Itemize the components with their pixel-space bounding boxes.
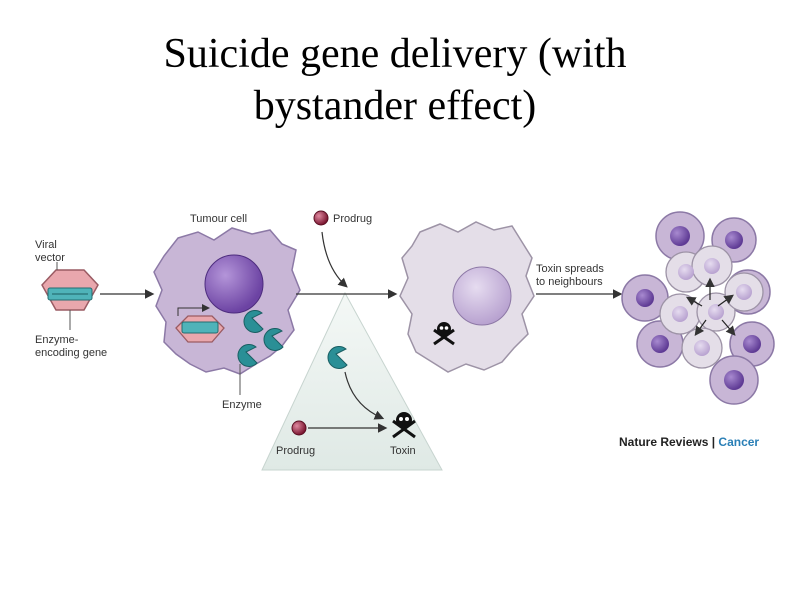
enzyme-gene-label: Enzyme- bbox=[35, 334, 79, 346]
publisher-name: Nature Reviews bbox=[619, 435, 709, 449]
prodrug-bottom-icon bbox=[291, 420, 307, 436]
enzyme-in-cone-icon bbox=[327, 345, 348, 369]
prodrug-icon bbox=[313, 210, 329, 226]
dying-cell bbox=[399, 221, 535, 373]
enzyme-label: Enzyme bbox=[222, 399, 262, 411]
title-line-1: Suicide gene delivery (with bbox=[163, 31, 627, 77]
conversion-arrow bbox=[344, 371, 385, 420]
toxin-label: Toxin bbox=[390, 445, 416, 457]
viral-vector-label-2: vector bbox=[35, 252, 65, 264]
enzyme-icon bbox=[237, 309, 284, 367]
enzyme-gene-label-2: encoding gene bbox=[35, 347, 107, 359]
publisher-credit: Nature Reviews | Cancer bbox=[619, 435, 759, 449]
cell-toxin-skull-icon bbox=[433, 322, 455, 346]
credit-separator: | bbox=[708, 435, 718, 449]
neighbour-cell-cluster bbox=[621, 211, 775, 405]
viral-vector-icon bbox=[41, 269, 99, 311]
prodrug-bottom-label: Prodrug bbox=[276, 445, 315, 457]
prodrug-arrow bbox=[321, 231, 348, 288]
prodrug-top-label: Prodrug bbox=[333, 213, 372, 225]
title-line-2: bystander effect) bbox=[253, 83, 537, 129]
toxin-spreads-label-2: to neighbours bbox=[536, 276, 603, 288]
viral-vector-label: Viral bbox=[35, 239, 57, 251]
journal-name: Cancer bbox=[718, 435, 759, 449]
tumour-cell bbox=[153, 227, 301, 375]
toxin-skull-icon bbox=[392, 412, 416, 439]
tumour-cell-label: Tumour cell bbox=[190, 213, 247, 225]
toxin-spreads-label: Toxin spreads bbox=[536, 263, 604, 275]
page-title: Suicide gene delivery (with bystander ef… bbox=[0, 28, 790, 132]
